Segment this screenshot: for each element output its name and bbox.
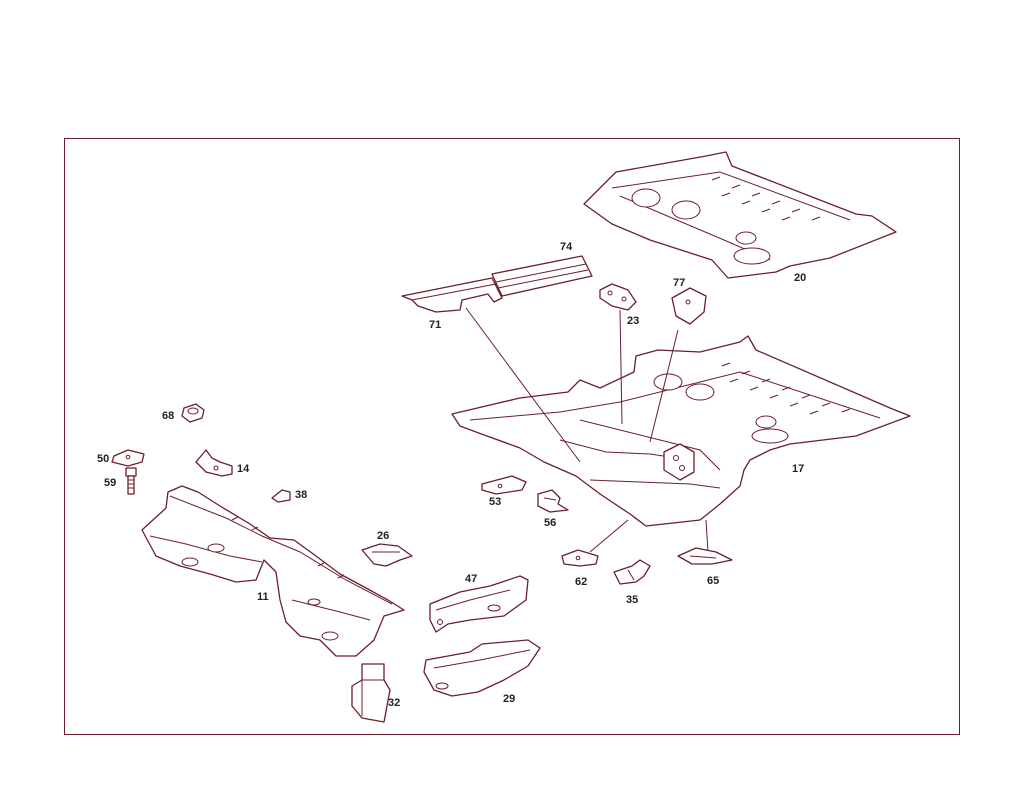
callout-59: 59 [104, 477, 116, 489]
part-35-bracket[interactable] [613, 559, 651, 585]
callout-23: 23 [627, 315, 639, 327]
part-17-main-floor-pan[interactable] [451, 335, 911, 527]
part-59-bolt[interactable] [125, 467, 137, 495]
part-23-bracket[interactable] [599, 283, 637, 311]
part-38-small-bracket[interactable] [271, 489, 291, 503]
part-68-nut[interactable] [181, 403, 205, 423]
callout-20: 20 [794, 272, 806, 284]
callout-77: 77 [673, 277, 685, 289]
part-20-rear-floor-pan[interactable] [583, 151, 897, 279]
part-14-clip[interactable] [195, 449, 233, 477]
callout-65: 65 [707, 575, 719, 587]
part-11-front-cross-member[interactable] [141, 485, 405, 657]
part-47-side-member[interactable] [429, 575, 529, 633]
callout-50: 50 [97, 453, 109, 465]
part-53-bracket[interactable] [481, 475, 527, 495]
callout-11: 11 [257, 591, 269, 603]
leader-lines [465, 307, 709, 553]
callout-14: 14 [237, 463, 250, 475]
callout-17: 17 [792, 463, 804, 475]
callout-38: 38 [295, 489, 307, 501]
part-26-bracket[interactable] [361, 543, 413, 567]
callout-26: 26 [377, 530, 389, 542]
callout-56: 56 [544, 517, 556, 529]
callout-68: 68 [162, 410, 174, 422]
callout-53: 53 [489, 496, 501, 508]
part-77-bracket[interactable] [671, 287, 707, 325]
diagram-frame [64, 138, 960, 735]
part-56-bracket[interactable] [537, 489, 569, 513]
part-65-bracket[interactable] [677, 547, 733, 565]
callout-29: 29 [503, 693, 515, 705]
callout-35: 35 [626, 594, 638, 606]
callout-74: 74 [560, 241, 573, 253]
part-71-cross-member[interactable] [401, 277, 503, 313]
callout-32: 32 [388, 697, 400, 709]
callout-labels: 20 74 71 77 23 17 68 50 14 59 38 53 56 2… [97, 241, 806, 709]
part-29-floor-section[interactable] [423, 639, 541, 697]
part-50-plate[interactable] [111, 449, 145, 467]
callout-71: 71 [429, 319, 441, 331]
callout-62: 62 [575, 576, 587, 588]
part-62-bracket[interactable] [561, 549, 599, 567]
callout-47: 47 [465, 573, 477, 585]
part-32-bracket[interactable] [351, 663, 391, 723]
part-74-reinforcement-strip[interactable] [491, 255, 593, 297]
